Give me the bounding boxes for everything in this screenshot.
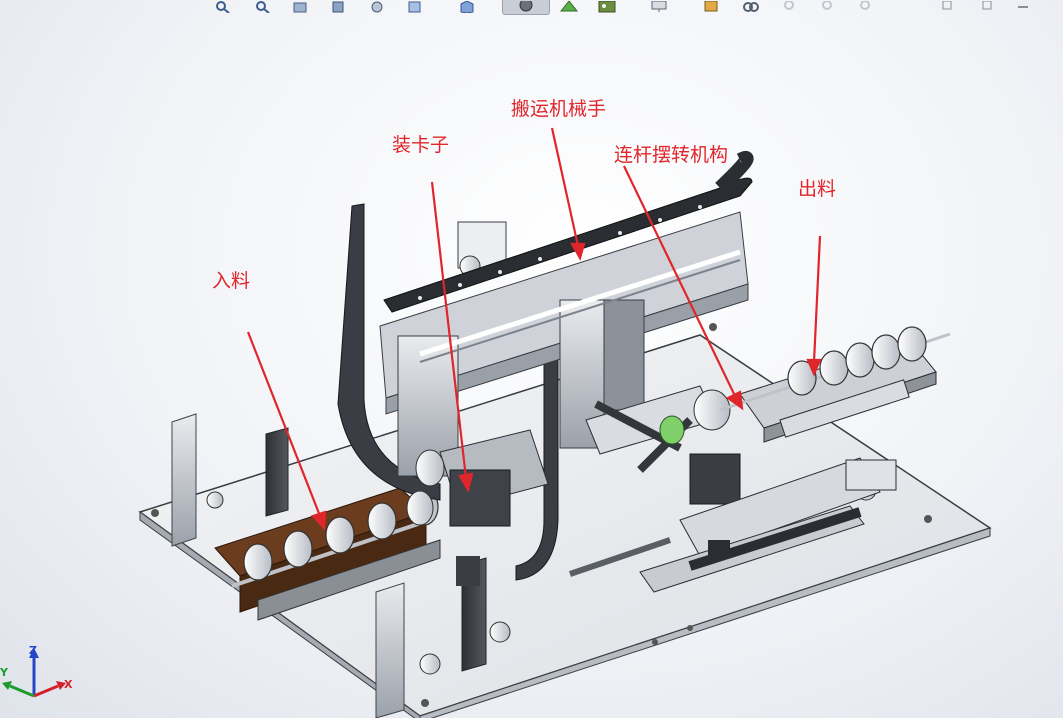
- monitor-icon[interactable]: [648, 0, 670, 14]
- rotate-view-icon[interactable]: [290, 0, 312, 14]
- zoom-to-fit-icon[interactable]: [212, 0, 234, 14]
- axis-y-label: Y: [0, 666, 9, 679]
- zoom-area-icon[interactable]: [252, 0, 274, 14]
- curved-guide-rails: [337, 203, 559, 581]
- link-icon[interactable]: [740, 0, 762, 14]
- arrow-infeed: [246, 331, 322, 517]
- restore-icon[interactable]: [936, 0, 958, 14]
- outfeed-conveyor: [719, 326, 951, 491]
- infeed-conveyor: [214, 487, 441, 621]
- apply-scene-icon[interactable]: [700, 0, 722, 14]
- circle-1-icon[interactable]: [778, 0, 800, 14]
- appearance-icon[interactable]: [558, 0, 580, 14]
- label-clamp-install: 装卡子: [392, 134, 450, 156]
- circle-3-icon[interactable]: [854, 0, 876, 14]
- arrow-linkage-swing: [623, 165, 737, 399]
- axis-triad: Z X Y: [0, 644, 73, 698]
- maximize-icon[interactable]: [976, 0, 998, 14]
- hide-show-icon[interactable]: [404, 0, 426, 14]
- circle-2-icon[interactable]: [816, 0, 838, 14]
- label-outfeed: 出料: [798, 178, 837, 200]
- view-toolbar: [0, 0, 1063, 16]
- axis-z-label: Z: [29, 644, 37, 657]
- annotation-arrows: [246, 127, 822, 531]
- drag-chain: [383, 151, 754, 313]
- gantry-frame: [379, 211, 749, 477]
- axis-x-label: X: [64, 678, 73, 691]
- arrow-transfer-robot: [550, 127, 580, 247]
- display-style-icon[interactable]: [366, 0, 388, 14]
- linkage-mechanism: [585, 385, 881, 557]
- arrow-clamp-install: [430, 181, 468, 479]
- lower-slide: [569, 505, 865, 593]
- section-view-icon[interactable]: [328, 0, 350, 14]
- view-orientation-icon[interactable]: [456, 0, 478, 14]
- display-mode-icon[interactable]: [502, 0, 550, 15]
- minimize-icon[interactable]: [1012, 0, 1034, 14]
- aluminum-profile-posts: [171, 413, 877, 718]
- label-linkage-swing: 连杆摆转机构: [614, 144, 729, 166]
- scene-icon[interactable]: [596, 0, 618, 14]
- model-viewport[interactable]: [0, 16, 1063, 718]
- arrow-outfeed: [812, 235, 822, 363]
- label-infeed: 入料: [212, 270, 251, 292]
- label-transfer-robot: 搬运机械手: [511, 98, 607, 120]
